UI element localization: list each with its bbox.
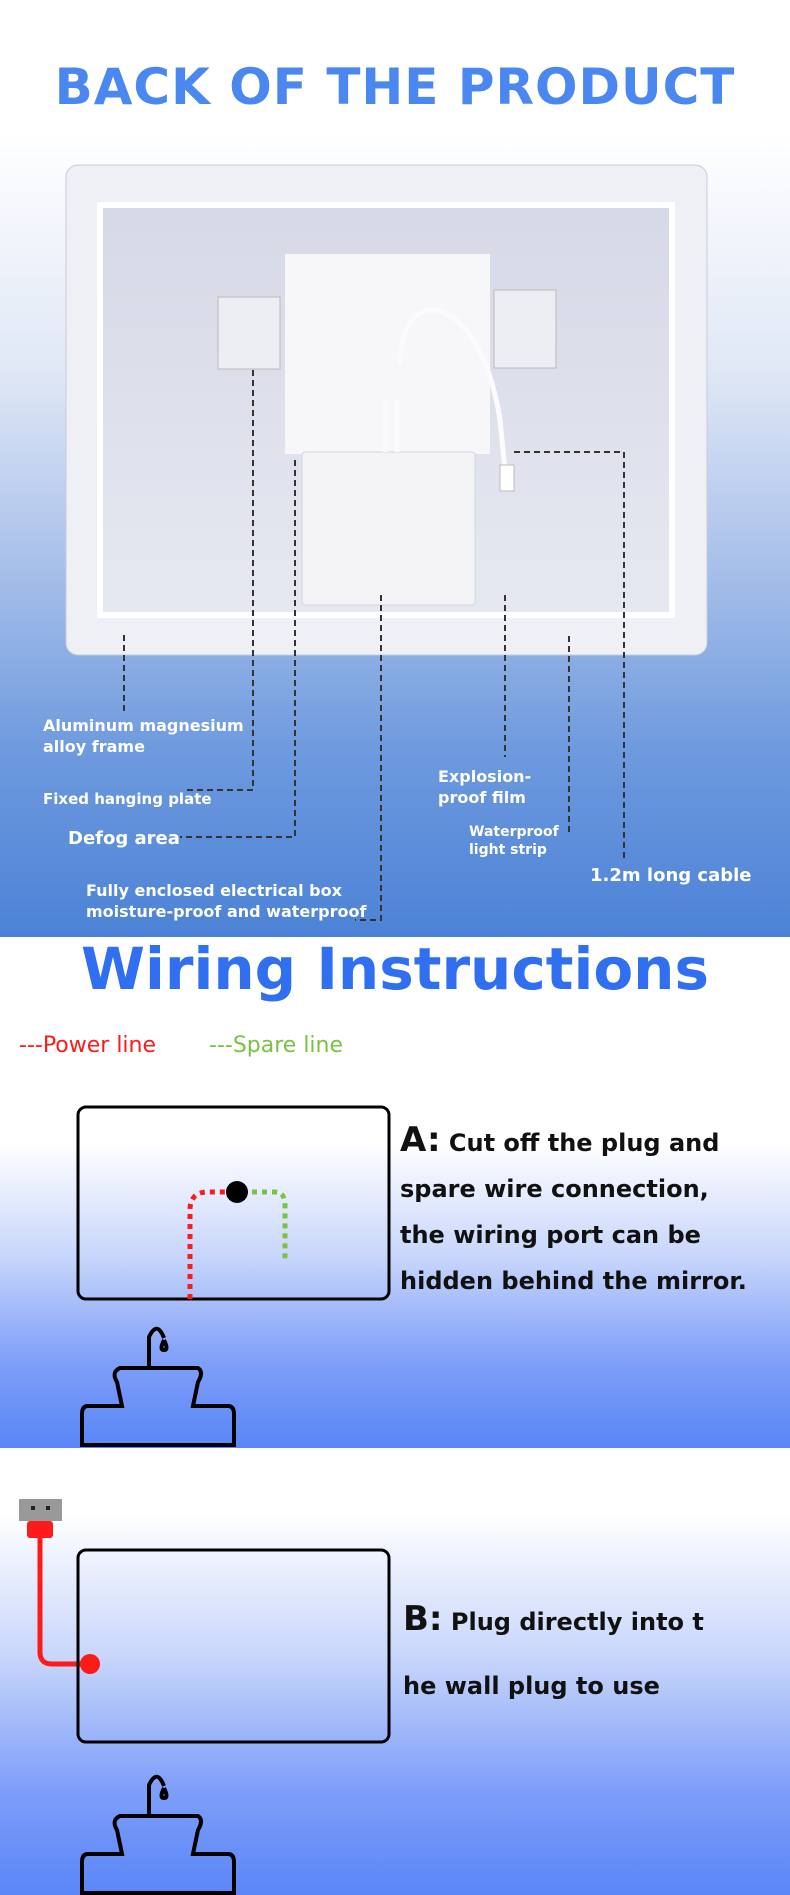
label-strip: Waterproof light strip [469,823,559,859]
option-b-text: B: Plug directly into t he wall plug to … [403,1587,704,1718]
wiring-title: Wiring Instructions [80,935,709,1003]
legend-power-line: ---Power line [19,1033,157,1058]
text-line: Cut off the plug and [448,1129,720,1157]
plug-icon [27,1521,53,1538]
option-b-section: B: Plug directly into t he wall plug to … [0,1462,790,1895]
text-line: the wiring port can be [400,1221,701,1249]
mirror-outline [76,1105,391,1301]
option-a-text: A: Cut off the plug and spare wire conne… [400,1117,747,1304]
label-defog: Defog area [68,828,180,849]
wall-socket-icon [19,1499,62,1521]
spare-line [242,1189,288,1260]
back-of-product-section: BACK OF THE PRODUCT Aluminum magnesium al… [0,0,790,937]
electrical-box [301,451,476,606]
option-b-prefix: B: [403,1599,443,1639]
power-line [187,1189,236,1299]
text-line: he wall plug to use [403,1672,660,1700]
mirror-outline [76,1548,391,1744]
text-line: Plug directly into t [450,1608,704,1636]
sink-icon [80,1326,236,1447]
label-plate: Fixed hanging plate [43,790,212,808]
label-frame: Aluminum magnesium alloy frame [43,715,244,757]
option-b-diagram [19,1499,391,1895]
legend-spare-line: ---Spare line [209,1033,344,1058]
label-line: Fully enclosed electrical box [86,881,342,900]
section-title: BACK OF THE PRODUCT [54,58,736,116]
mirror-back-illustration [65,164,708,921]
option-a-section: A: Cut off the plug and spare wire conne… [0,1100,790,1448]
label-line: Aluminum magnesium [43,716,244,735]
hanging-plate-left [217,296,281,370]
option-a-prefix: A: [400,1120,441,1160]
sink-icon [80,1774,236,1895]
text-line: spare wire connection, [400,1175,709,1203]
label-box: Fully enclosed electrical box moisture-pr… [86,880,366,922]
option-a-diagram [76,1105,391,1447]
text-line: hidden behind the mirror. [400,1267,747,1295]
label-cable: 1.2m long cable [590,865,752,886]
label-line: Explosion- [438,767,532,786]
hanging-plate-right [493,289,557,369]
power-cable [37,1538,90,1667]
wiring-port [226,1181,248,1203]
text-line: A: Cut off the plug and [400,1117,747,1166]
label-line: proof film [438,788,526,807]
label-line: moisture-proof and waterproof [86,902,367,921]
text-line: B: Plug directly into t [403,1587,704,1654]
label-line: light strip [469,842,547,858]
label-film: Explosion-proof film [438,766,531,808]
label-line: alloy frame [43,737,145,756]
label-line: Waterproof [469,824,559,840]
